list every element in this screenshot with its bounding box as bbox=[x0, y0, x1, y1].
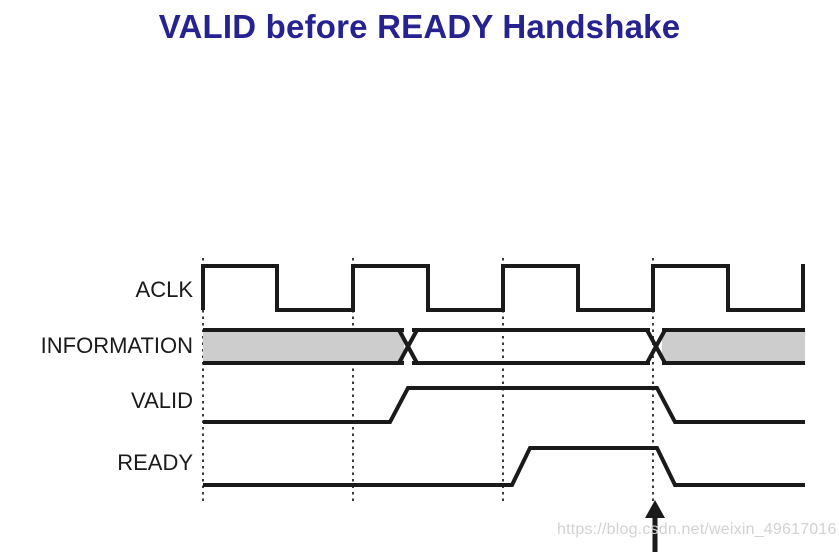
waveform-valid bbox=[203, 386, 805, 424]
arrow-head bbox=[645, 500, 665, 518]
valid-trace bbox=[203, 386, 805, 424]
aclk-trace bbox=[201, 264, 805, 312]
bus-segment-shaded bbox=[662, 330, 805, 363]
watermark-text: https://blog.csdn.net/weixin_49617016 bbox=[557, 521, 837, 538]
handshake-arrow bbox=[645, 500, 665, 552]
waveform-information bbox=[203, 328, 805, 365]
bus-crossing bbox=[397, 329, 419, 364]
signal-label-information: INFORMATION bbox=[40, 333, 193, 358]
waveform-aclk bbox=[201, 264, 805, 312]
bus-crossing bbox=[645, 329, 667, 364]
waveform-ready bbox=[203, 446, 805, 487]
signal-label-ready: READY bbox=[117, 450, 193, 475]
signal-label-aclk: ACLK bbox=[135, 277, 193, 302]
page-title: VALID before READY Handshake bbox=[158, 8, 681, 45]
ready-trace bbox=[203, 446, 805, 487]
signal-label-valid: VALID bbox=[131, 388, 193, 413]
bus-segment-shaded bbox=[203, 330, 404, 363]
